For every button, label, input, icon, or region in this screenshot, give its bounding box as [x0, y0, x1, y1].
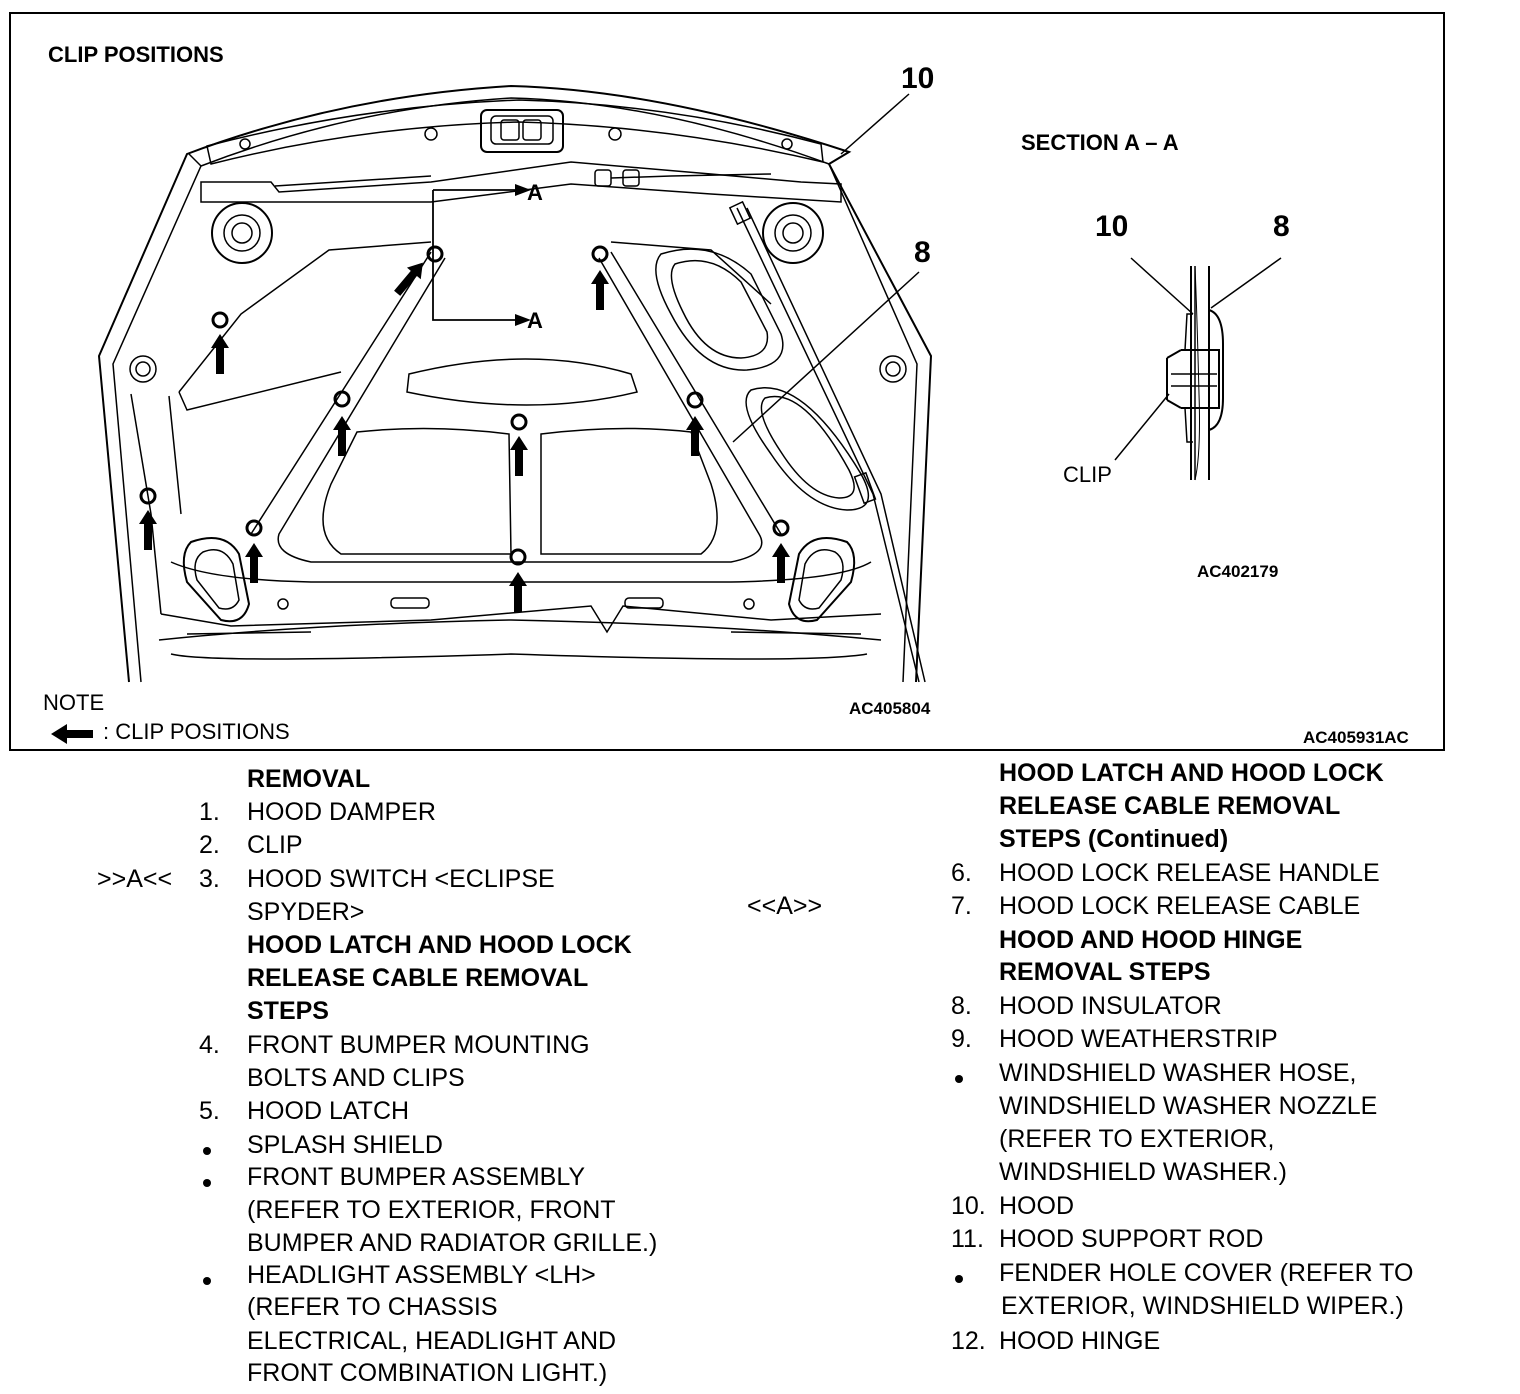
hood-inner-outline	[112, 97, 918, 683]
hood-diagram	[51, 84, 1282, 744]
item-number: 4.	[199, 1031, 220, 1059]
step-headlight-ref3: FRONT COMBINATION LIGHT.)	[247, 1359, 608, 1387]
note-arrow-icon	[51, 724, 93, 744]
heading-removal: REMOVAL	[247, 765, 371, 793]
bullet-icon	[203, 1277, 211, 1285]
step-support-rod: HOOD SUPPORT ROD	[999, 1225, 1264, 1253]
item-number: 2.	[199, 831, 220, 859]
clip-markers	[139, 245, 790, 566]
step-washer-hose: WINDSHIELD WASHER HOSE,	[999, 1059, 1357, 1087]
heading-latch: HOOD LATCH AND HOOD LOCK	[247, 931, 632, 959]
heading-hinge-line2: REMOVAL STEPS	[999, 958, 1211, 986]
step-fender-hole-cover-ref: EXTERIOR, WINDSHIELD WIPER.)	[1001, 1292, 1404, 1320]
step-hood-insulator: HOOD INSULATOR	[999, 992, 1222, 1020]
step-splash-shield: SPLASH SHIELD	[247, 1131, 443, 1159]
item-number: 11.	[951, 1225, 984, 1253]
step-bumper-assembly: FRONT BUMPER ASSEMBLY	[247, 1163, 586, 1191]
section-title: SECTION A – A	[1021, 130, 1179, 155]
step-headlight: HEADLIGHT ASSEMBLY <LH>	[247, 1261, 596, 1289]
step-clip: CLIP	[247, 831, 303, 859]
heading-hinge: HOOD AND HOOD HINGE	[999, 926, 1303, 954]
section-callout-8: 8	[1273, 210, 1290, 243]
heading-latch-line3: STEPS	[247, 997, 329, 1025]
step-headlight-ref: (REFER TO CHASSIS	[247, 1293, 498, 1321]
step-hood-hinge: HOOD HINGE	[999, 1327, 1161, 1355]
item-number: 6.	[951, 859, 972, 887]
item-number: 9.	[951, 1025, 972, 1053]
latch-plate	[480, 109, 564, 153]
clip-label: CLIP	[1063, 462, 1112, 487]
step-hood-damper: HOOD DAMPER	[247, 798, 436, 826]
bullet-icon	[955, 1275, 963, 1283]
item-number: 7.	[951, 892, 972, 920]
step-washer-ref: (REFER TO EXTERIOR,	[999, 1125, 1275, 1153]
heading-latch-continued-line3: STEPS (Continued)	[999, 825, 1229, 853]
section-arrow-label-top: A	[527, 180, 543, 205]
item-number: 3.	[199, 865, 220, 893]
step-bumper-assembly-ref2: BUMPER AND RADIATOR GRILLE.)	[247, 1229, 658, 1257]
bullet-icon	[203, 1179, 211, 1187]
item-number: 5.	[199, 1097, 220, 1125]
figure-frame: CLIP POSITIONS 10 8 A A SECTION A – A 10…	[9, 12, 1445, 751]
heading-latch-continued: HOOD LATCH AND HOOD LOCK	[999, 759, 1384, 787]
item-number: 10.	[951, 1192, 986, 1220]
step-bumper-assembly-ref: (REFER TO EXTERIOR, FRONT	[247, 1196, 616, 1224]
step-release-cable: HOOD LOCK RELEASE CABLE	[999, 892, 1361, 920]
step-bumper-bolts-cont: BOLTS AND CLIPS	[247, 1064, 465, 1092]
step-hood: HOOD	[999, 1192, 1074, 1220]
step-hood-switch-cont: SPYDER>	[247, 898, 365, 926]
code-section: AC402179	[1197, 562, 1279, 581]
step-bumper-bolts: FRONT BUMPER MOUNTING	[247, 1031, 590, 1059]
heading-latch-continued-line2: RELEASE CABLE REMOVAL	[999, 792, 1341, 820]
step-hood-latch: HOOD LATCH	[247, 1097, 410, 1125]
section-arrow-label-bottom: A	[527, 308, 543, 333]
step-washer-nozzle: WINDSHIELD WASHER NOZZLE	[999, 1092, 1378, 1120]
step-release-handle: HOOD LOCK RELEASE HANDLE	[999, 859, 1380, 887]
callout-8: 8	[914, 236, 931, 269]
item-number: 12.	[951, 1327, 986, 1355]
section-aa-detail	[1114, 257, 1282, 481]
item-number: 1.	[199, 798, 220, 826]
ref-mark-a-install: <<A>>	[747, 892, 823, 920]
step-hood-switch: HOOD SWITCH <ECLIPSE	[247, 865, 555, 893]
item-number: 8.	[951, 992, 972, 1020]
step-headlight-ref2: ELECTRICAL, HEADLIGHT AND	[247, 1327, 617, 1355]
ref-mark-a: >>A<<	[97, 865, 173, 893]
note-text: : CLIP POSITIONS	[103, 719, 290, 744]
step-hood-weatherstrip: HOOD WEATHERSTRIP	[999, 1025, 1278, 1053]
code-figure: AC405931AC	[1303, 728, 1409, 747]
note-title: NOTE	[43, 690, 105, 715]
bullet-icon	[955, 1075, 963, 1083]
section-callout-10: 10	[1095, 210, 1129, 243]
step-fender-hole-cover: FENDER HOLE COVER (REFER TO	[999, 1259, 1414, 1287]
bullet-icon	[203, 1147, 211, 1155]
heading-latch-line2: RELEASE CABLE REMOVAL	[247, 964, 589, 992]
callout-10: 10	[901, 62, 935, 95]
hood-outline	[97, 84, 933, 683]
figure-title: CLIP POSITIONS	[48, 42, 224, 67]
code-main: AC405804	[849, 699, 931, 718]
step-washer-ref2: WINDSHIELD WASHER.)	[999, 1158, 1287, 1186]
